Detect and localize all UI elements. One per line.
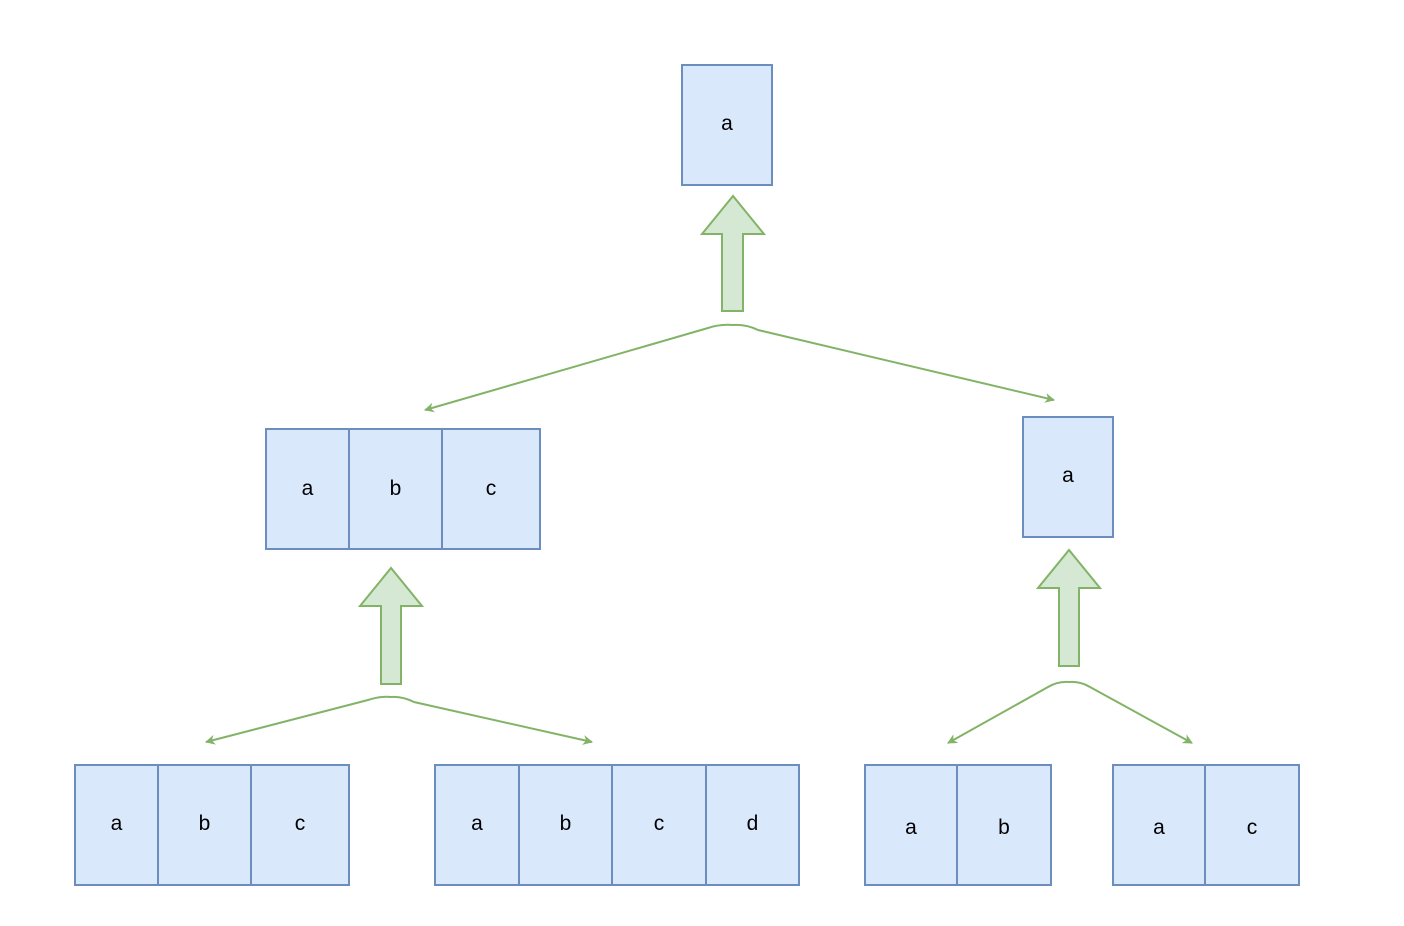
node-leaf-2: a b c d <box>434 764 800 886</box>
cell-label: a <box>436 766 520 884</box>
cell-label: a <box>267 430 350 548</box>
cell-label: b <box>350 430 443 548</box>
split-arrow-midleft-left <box>205 695 392 745</box>
node-mid-left: a b c <box>265 428 541 550</box>
cell-label: a <box>1114 766 1206 884</box>
node-leaf-3: a b <box>864 764 1052 886</box>
up-arrow-mid-left <box>357 566 425 685</box>
node-mid-right: a <box>1022 416 1114 538</box>
split-arrow-root-left <box>424 323 734 413</box>
cell-label: a <box>721 112 733 135</box>
cell-label: c <box>485 477 497 500</box>
up-arrow-mid-right <box>1035 548 1103 667</box>
cell-label: b <box>998 816 1010 839</box>
split-arrow-midright-right <box>1068 680 1193 744</box>
node-leaf-1: a b c <box>74 764 350 886</box>
cell-label: a <box>76 766 159 884</box>
cell-label: c <box>613 766 707 884</box>
split-arrow-midleft-right <box>390 695 593 745</box>
cell-label: d <box>746 812 759 835</box>
cell-label: b <box>520 766 613 884</box>
node-leaf-4: a c <box>1112 764 1300 886</box>
split-arrow-midright-left <box>947 680 1070 744</box>
cell-label: b <box>159 766 252 884</box>
up-arrow-root <box>699 194 767 312</box>
cell-label: c <box>1246 816 1258 839</box>
node-root: a <box>681 64 773 186</box>
cell-label: a <box>866 766 958 884</box>
cell-label: c <box>294 812 306 835</box>
cell-label: a <box>1062 464 1074 487</box>
split-arrow-root-right <box>732 323 1055 403</box>
